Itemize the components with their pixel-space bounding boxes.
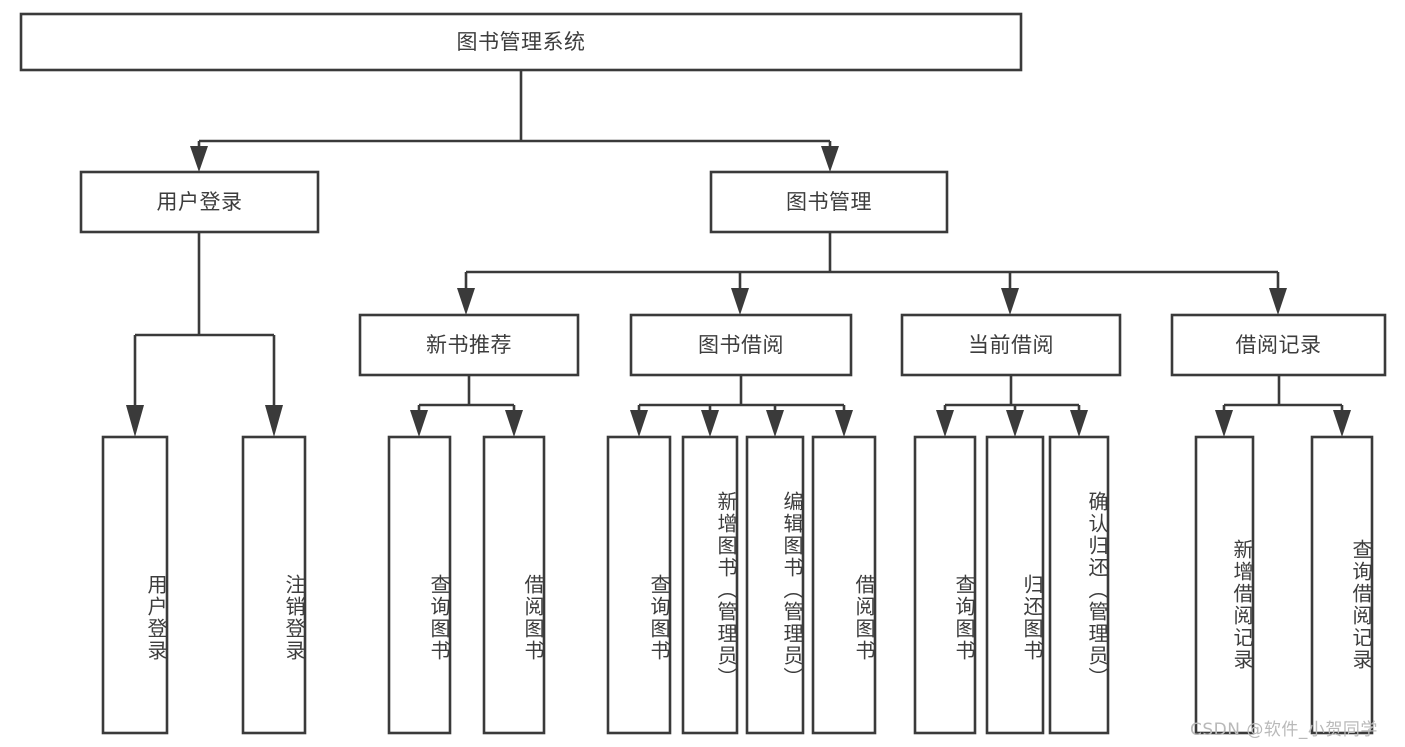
node-root[interactable] [19, 12, 1023, 72]
arrow-head-borrow-leaf1 [630, 410, 648, 437]
node-leaf-record-1[interactable] [1194, 435, 1255, 735]
arrow-head-newbook-leaf2 [505, 410, 523, 437]
node-book-management[interactable] [709, 170, 949, 234]
node-leaf-newbook-2[interactable] [482, 435, 546, 735]
node-leaf-borrow-2[interactable] [681, 435, 739, 735]
arrow-head-user-login-leaf1 [126, 405, 144, 437]
node-leaf-current-3[interactable] [1048, 435, 1110, 735]
arrow-head-record-leaf2 [1333, 410, 1351, 437]
arrow-head-book-mgmt [821, 146, 839, 172]
node-book-borrow[interactable] [629, 313, 853, 377]
node-current-borrow[interactable] [900, 313, 1122, 377]
arrow-head-newbook [457, 288, 475, 315]
arrow-head-record-leaf1 [1215, 410, 1233, 437]
arrow-head-current-leaf1 [936, 410, 954, 437]
node-leaf-user-login-2[interactable] [241, 435, 307, 735]
node-leaf-newbook-1[interactable] [387, 435, 452, 735]
node-new-book-recommend[interactable] [358, 313, 580, 377]
arrow-head-user-login-leaf2 [265, 405, 283, 437]
node-borrow-record[interactable] [1170, 313, 1387, 377]
arrow-head-record [1269, 288, 1287, 315]
arrow-head-current-leaf3 [1070, 410, 1088, 437]
arrow-head-current-leaf2 [1006, 410, 1024, 437]
arrow-head-borrow-leaf2 [701, 410, 719, 437]
arrow-head-newbook-leaf1 [410, 410, 428, 437]
arrow-head-borrow [731, 288, 749, 315]
node-leaf-current-2[interactable] [985, 435, 1045, 735]
node-leaf-borrow-4[interactable] [811, 435, 877, 735]
node-leaf-user-login-1[interactable] [101, 435, 169, 735]
node-leaf-record-2[interactable] [1310, 435, 1374, 735]
node-leaf-borrow-1[interactable] [606, 435, 672, 735]
arrow-head-borrow-leaf3 [766, 410, 784, 437]
node-leaf-borrow-3[interactable] [745, 435, 805, 735]
arrow-head-borrow-leaf4 [835, 410, 853, 437]
arrow-head-user-login [190, 146, 208, 172]
arrow-head-current [1001, 288, 1019, 315]
node-leaf-current-1[interactable] [913, 435, 977, 735]
node-user-login[interactable] [79, 170, 320, 234]
